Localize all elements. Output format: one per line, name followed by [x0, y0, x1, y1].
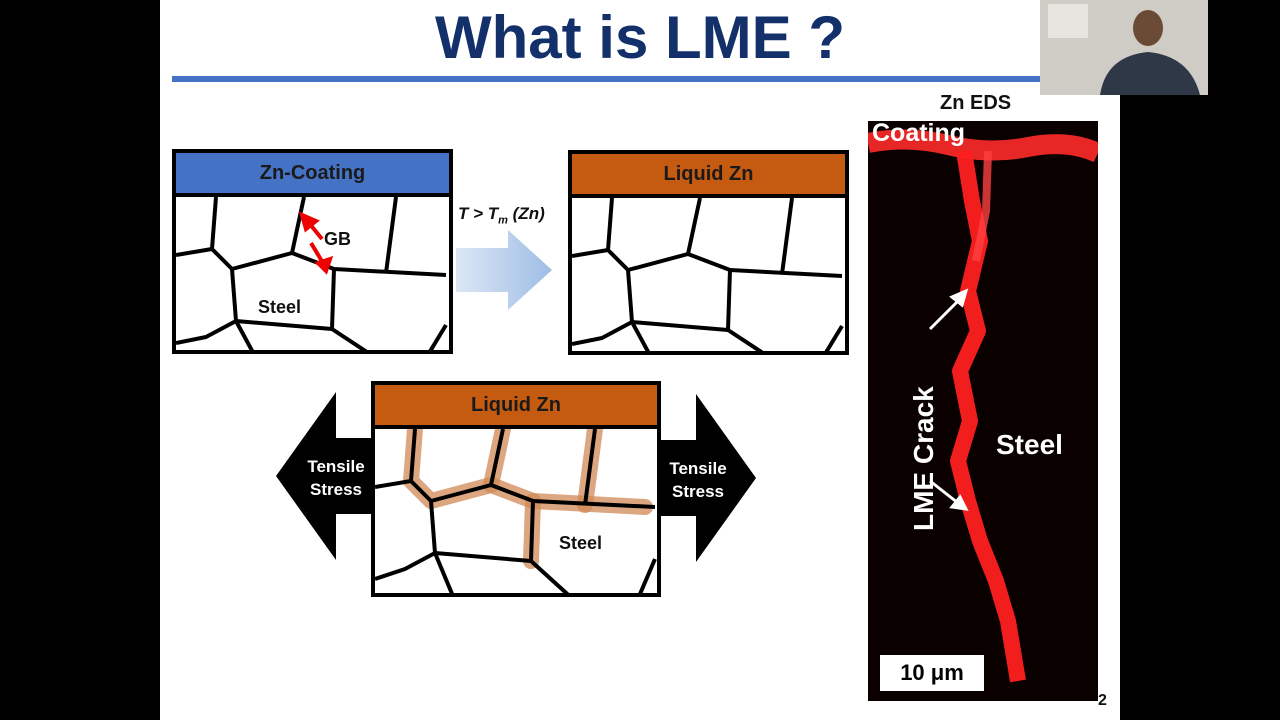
- heating-arrow-icon: [456, 230, 552, 310]
- title-rule: [172, 76, 1072, 82]
- panel-liquid-zn-stress: Liquid Zn Steel: [371, 381, 661, 597]
- gb-label: GB: [324, 229, 351, 249]
- steel-label: Steel: [258, 297, 302, 317]
- eds-map-image: Coating LME Crack Steel 10 μm: [868, 121, 1098, 701]
- panel-liquid-zn: Liquid Zn: [568, 150, 849, 355]
- steel-label: Steel: [996, 429, 1063, 460]
- left-tensile-arrow-icon: [276, 392, 372, 560]
- panel-zn-coating: Zn-Coating GB Steel: [172, 149, 453, 354]
- slide: What is LME ? Zn-Coating GB: [160, 0, 1120, 720]
- scale-bar: 10 μm: [880, 655, 984, 691]
- steel-label: Steel: [559, 533, 603, 553]
- right-tensile-arrow-icon: [658, 394, 756, 562]
- coating-label: Coating: [872, 121, 966, 147]
- panel-header: Liquid Zn: [375, 385, 657, 429]
- grain-structure: [176, 197, 448, 350]
- presenter-icon: [1040, 0, 1208, 95]
- grain-structure: [572, 198, 844, 351]
- panel-header: Zn-Coating: [176, 153, 449, 197]
- slide-title: What is LME ?: [435, 4, 845, 71]
- zn-crack-map: [868, 129, 1098, 683]
- presenter-webcam: [1040, 0, 1208, 95]
- wetted-grain-structure: [375, 429, 657, 593]
- melting-condition: T > Tm (Zn): [458, 204, 545, 227]
- eds-title: Zn EDS: [940, 92, 1012, 114]
- page-number: 2: [1098, 692, 1107, 709]
- gb-arrows: [298, 211, 334, 275]
- lme-crack-label: LME Crack: [908, 386, 939, 531]
- panel-header: Liquid Zn: [572, 154, 845, 198]
